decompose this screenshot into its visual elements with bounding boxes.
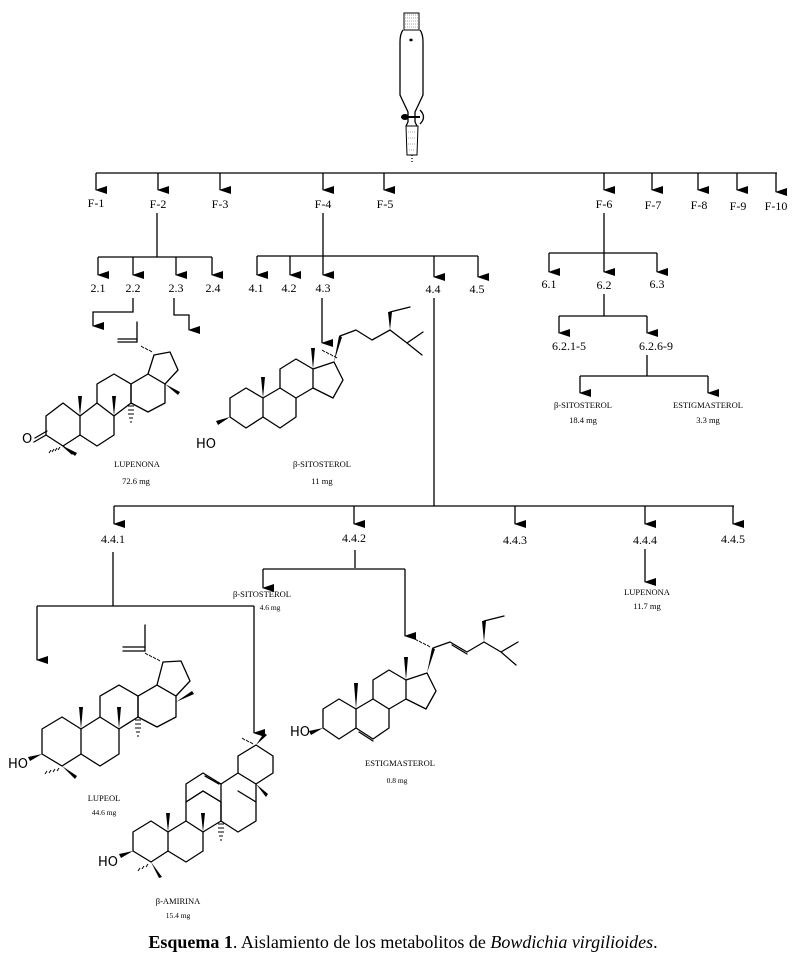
- fraction-tree-level-1: [95, 172, 787, 196]
- f441-branch: [36, 552, 265, 737]
- subfraction-label: 2.1: [91, 281, 106, 295]
- compound-name: LUPENONA: [114, 459, 161, 469]
- subfraction-label: 6.2.1-5: [552, 339, 586, 353]
- subfraction-label: 2.2: [126, 281, 141, 295]
- compound-mass: 72.6 mg: [122, 476, 151, 486]
- subfraction-label: 4.4.2: [342, 531, 366, 545]
- f2-to-lupenona-arrows: [92, 298, 200, 334]
- f62-branch: [558, 294, 658, 337]
- subfraction-label: 4.4.4: [633, 533, 657, 547]
- fraction-label: F-8: [691, 198, 708, 212]
- estigmasterol-structure: HO: [290, 615, 519, 742]
- hydroxyl-group: HO: [98, 855, 118, 870]
- fraction-label: F-10: [765, 199, 788, 213]
- f626-branch: [579, 355, 719, 397]
- fraction-label: F-9: [730, 199, 747, 213]
- subfraction-label: 2.4: [206, 281, 221, 295]
- f44-branch: [113, 298, 744, 528]
- f4-branch: [256, 213, 489, 281]
- subfraction-label: 2.3: [169, 281, 184, 295]
- subfraction-label: 4.3: [316, 281, 331, 295]
- compound-mass: 18.4 mg: [569, 415, 598, 425]
- fraction-label: F-1: [88, 196, 105, 210]
- compound-name: β-AMIRINA: [156, 896, 201, 906]
- f6-branch: [548, 213, 668, 276]
- compound-name: ESTIGMASTEROL: [673, 400, 743, 410]
- beta-sitosterol-structure: HO: [196, 306, 424, 452]
- caption-species: Bowdichia virgilioides: [490, 932, 654, 952]
- compound-mass: 44.6 mg: [92, 808, 117, 817]
- compound-mass: 0.8 mg: [387, 776, 408, 785]
- hydroxyl-group: HO: [196, 437, 216, 452]
- fraction-label: F-4: [315, 197, 332, 211]
- subfraction-label: 6.2: [597, 278, 612, 292]
- compound-mass: 11 mg: [311, 476, 333, 486]
- separatory-funnel-icon: [399, 12, 425, 162]
- lupenona-structure: O: [22, 321, 180, 456]
- compound-mass: 3.3 mg: [696, 415, 720, 425]
- subfraction-label: 4.4.5: [721, 532, 745, 546]
- fraction-label: F-3: [212, 197, 229, 211]
- caption-end: .: [653, 932, 658, 952]
- compound-mass: 11.7 mg: [633, 601, 661, 611]
- subfraction-label: 4.4.3: [503, 533, 527, 547]
- subfraction-label: 4.5: [470, 282, 485, 296]
- subfraction-label: 4.2: [282, 281, 297, 295]
- subfraction-label: 6.3: [650, 277, 665, 291]
- compound-name: β-SITOSTEROL: [233, 589, 291, 599]
- compound-name: LUPEOL: [88, 793, 121, 803]
- compound-name: β-SITOSTEROL: [554, 400, 612, 410]
- compound-mass: 15.4 mg: [166, 911, 191, 920]
- isolation-scheme: F-1 F-2 F-3 F-4 F-5 F-6 F-7 F-8 F-9 F-10…: [8, 12, 788, 920]
- figure-caption: Esquema 1. Aislamiento de los metabolito…: [0, 932, 806, 953]
- subfraction-label: 4.4.1: [101, 532, 125, 546]
- compound-mass: 4.6 mg: [260, 603, 281, 612]
- oxygen-atom: O: [22, 432, 32, 447]
- compound-name: LUPENONA: [624, 587, 671, 597]
- compound-name: ESTIGMASTEROL: [365, 758, 435, 768]
- fraction-label: F-7: [645, 198, 662, 212]
- fraction-label: F-2: [150, 197, 167, 211]
- hydroxyl-group: HO: [8, 757, 28, 772]
- beta-amirina-structure: HO: [98, 733, 274, 878]
- fraction-label: F-6: [596, 197, 613, 211]
- subfraction-label: 4.1: [249, 281, 264, 295]
- f2-branch: [97, 213, 223, 279]
- caption-label: Esquema 1: [148, 932, 233, 952]
- hydroxyl-group: HO: [290, 725, 310, 740]
- compound-name: β-SITOSTEROL: [293, 459, 351, 469]
- fraction-label: F-5: [377, 197, 394, 211]
- subfraction-label: 6.2.6-9: [639, 339, 673, 353]
- lupeol-structure: HO: [8, 624, 194, 779]
- caption-text: . Aislamiento de los metabolitos de: [232, 932, 491, 952]
- f442-branch: [262, 550, 416, 640]
- subfraction-label: 4.4: [426, 282, 441, 296]
- subfraction-label: 6.1: [542, 277, 557, 291]
